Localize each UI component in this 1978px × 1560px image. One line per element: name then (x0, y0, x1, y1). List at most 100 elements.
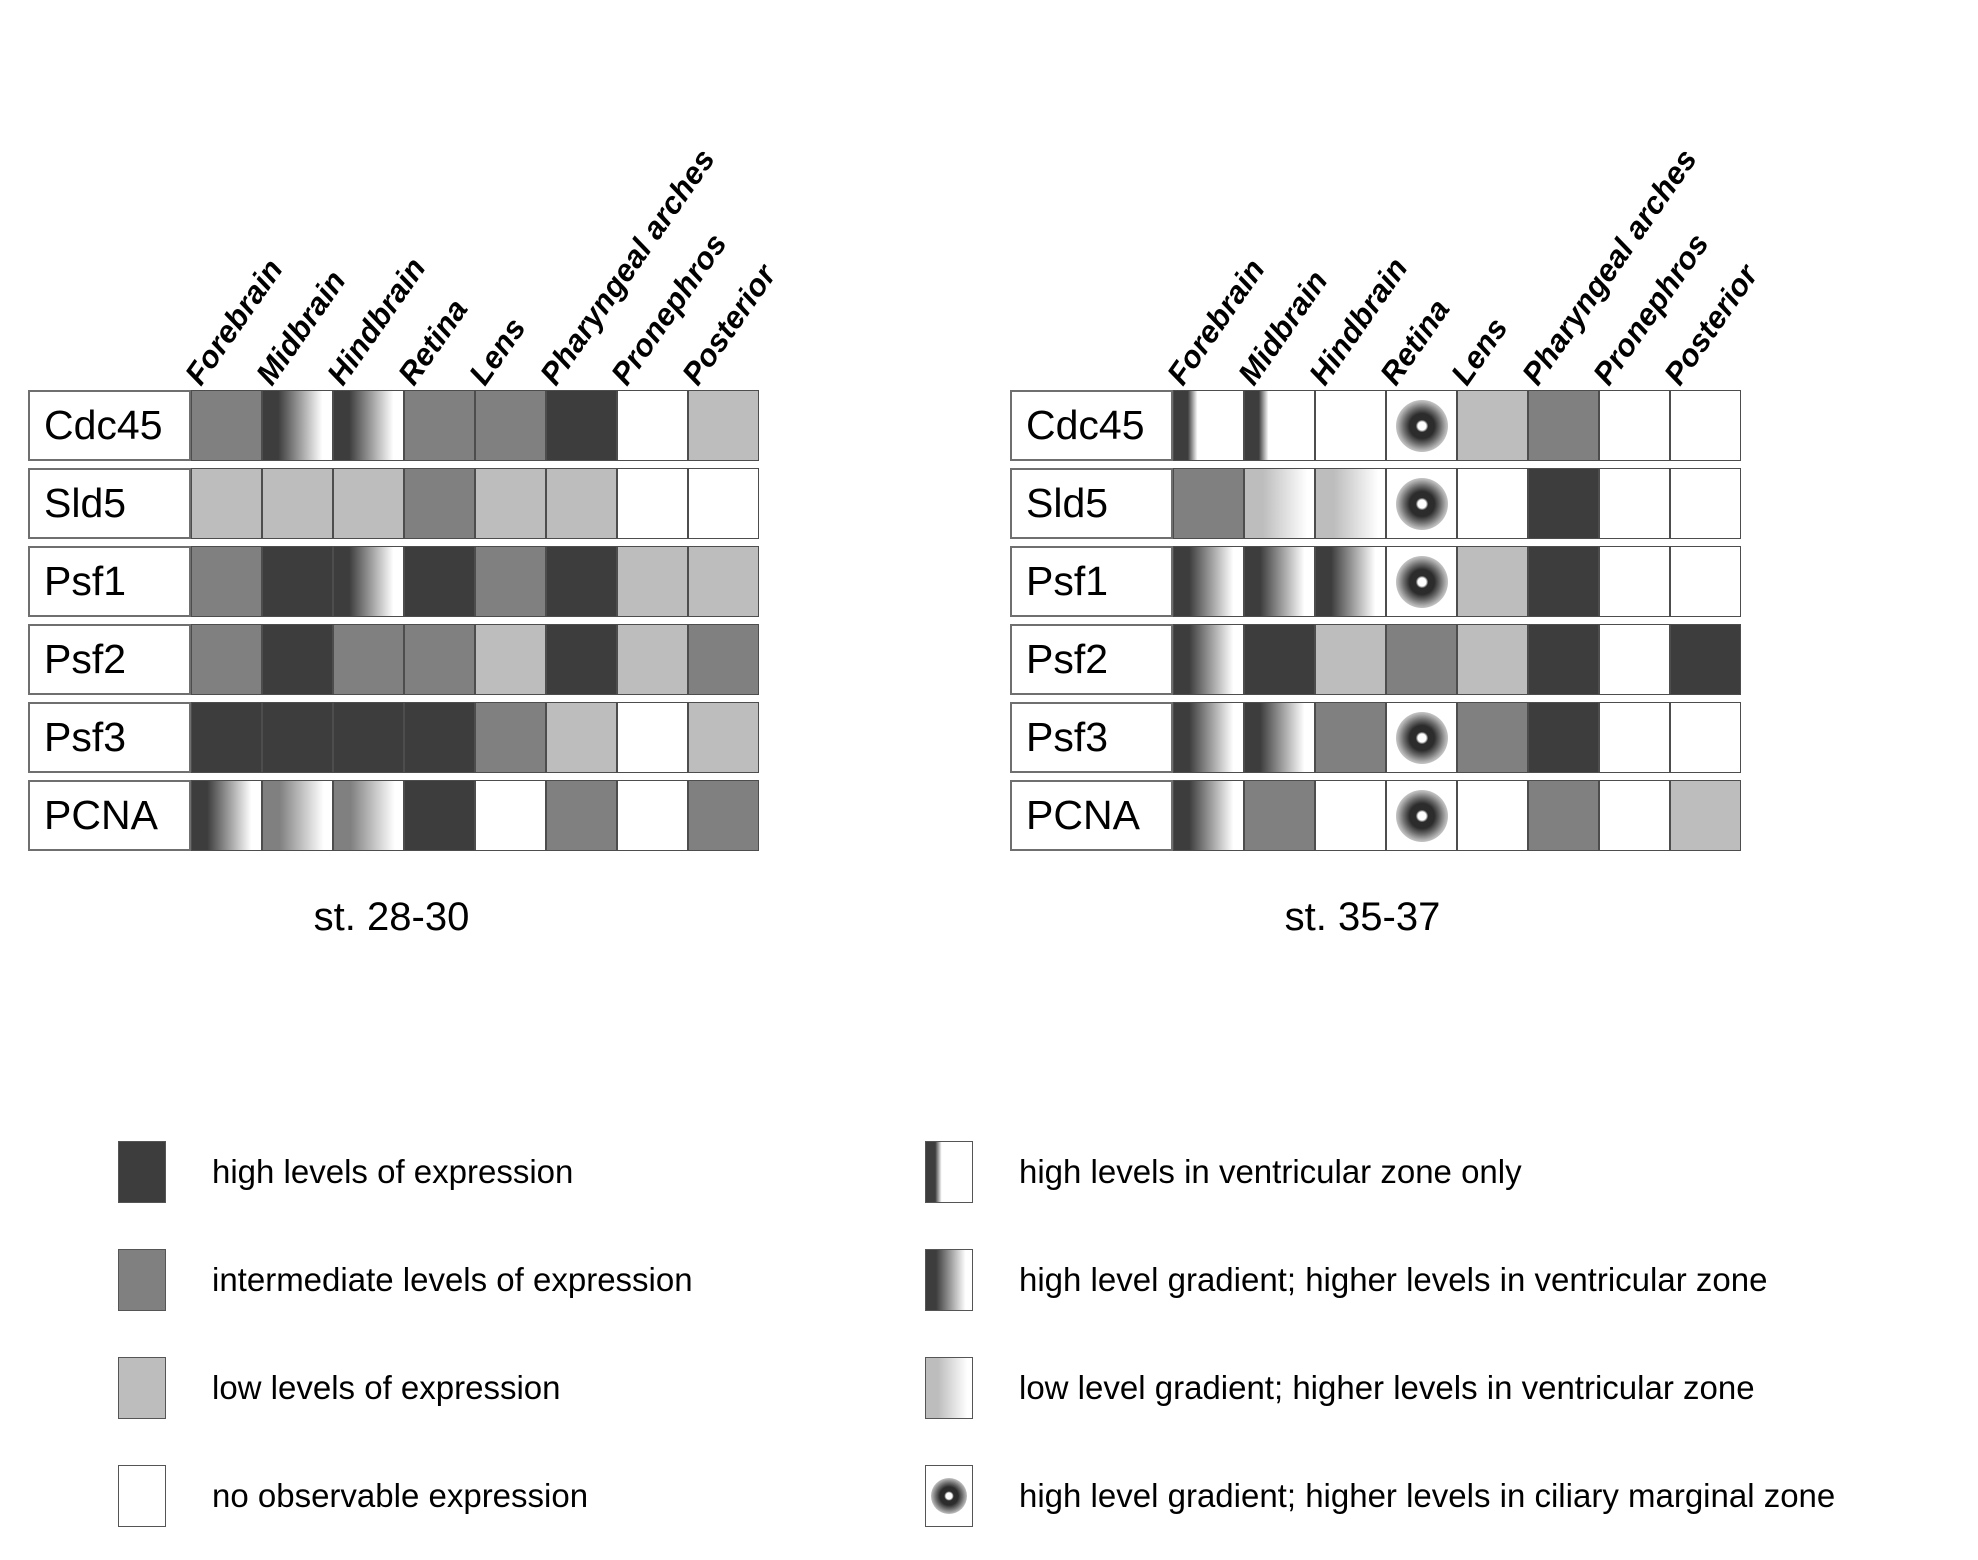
gene-label-psf3: Psf3 (28, 702, 191, 773)
expression-cell-psf1-hindbrain (333, 546, 404, 617)
cell-group (191, 780, 759, 851)
expression-cell-psf3-pronephros (1599, 702, 1670, 773)
gene-label-psf3: Psf3 (1010, 702, 1173, 773)
expression-cell-psf1-midbrain (262, 546, 333, 617)
gene-label-text: PCNA (44, 792, 158, 838)
expression-cell-sld5-pronephros (1599, 468, 1670, 539)
cell-group (1173, 702, 1741, 773)
expression-cell-cdc45-forebrain (191, 390, 262, 461)
gene-label-sld5: Sld5 (28, 468, 191, 539)
expression-cell-psf2-pronephros (1599, 624, 1670, 695)
gene-label-text: Psf3 (1026, 714, 1109, 760)
expression-cell-cdc45-pronephros (1599, 390, 1670, 461)
expression-cell-psf2-forebrain (191, 624, 262, 695)
expression-cell-psf1-posterior (688, 546, 759, 617)
expression-cell-psf1-retina (404, 546, 475, 617)
expression-cell-sld5-midbrain (1244, 468, 1315, 539)
gene-label-text: Psf1 (1026, 558, 1109, 604)
expression-cell-psf1-lens (475, 546, 546, 617)
expression-cell-sld5-hindbrain (333, 468, 404, 539)
expression-cell-pcna-midbrain (262, 780, 333, 851)
table-row: Psf3 (28, 702, 759, 773)
column-header-lens: Lens (1443, 311, 1515, 392)
gene-label-text: Psf2 (1026, 636, 1109, 682)
expression-cell-sld5-hindbrain (1315, 468, 1386, 539)
table-row: PCNA (28, 780, 759, 851)
expression-cell-pcna-lens (1457, 780, 1528, 851)
table-row: Sld5 (1010, 468, 1741, 539)
cell-group (191, 390, 759, 461)
expression-cell-cdc45-retina (1386, 390, 1457, 461)
expression-cell-psf2-posterior (1670, 624, 1741, 695)
expression-cell-sld5-midbrain (262, 468, 333, 539)
legend-item: high levels of expression (118, 1128, 693, 1216)
expression-cell-psf1-posterior (1670, 546, 1741, 617)
cell-group (191, 546, 759, 617)
expression-cell-pcna-pharyngeal-arches (546, 780, 617, 851)
table-row: Psf2 (28, 624, 759, 695)
cell-group (191, 702, 759, 773)
gene-label-text: Psf3 (44, 714, 127, 760)
table-row: Psf3 (1010, 702, 1741, 773)
expression-cell-psf1-pharyngeal-arches (546, 546, 617, 617)
expression-cell-cdc45-lens (1457, 390, 1528, 461)
gene-label-pcna: PCNA (28, 780, 191, 851)
expression-cell-psf1-retina (1386, 546, 1457, 617)
cell-group (1173, 624, 1741, 695)
expression-cell-psf2-pharyngeal-arches (546, 624, 617, 695)
expression-cell-sld5-forebrain (191, 468, 262, 539)
legend-label: intermediate levels of expression (212, 1261, 693, 1298)
legend-swatch-low-gradient (925, 1357, 973, 1419)
expression-cell-sld5-forebrain (1173, 468, 1244, 539)
legend-swatch-high (118, 1141, 166, 1203)
legend-item: low level gradient; higher levels in ven… (925, 1344, 1835, 1432)
expression-cell-psf1-pharyngeal-arches (1528, 546, 1599, 617)
legend-label: high level gradient; higher levels in ve… (1019, 1261, 1768, 1298)
legend-swatch-low (118, 1357, 166, 1419)
expression-cell-psf3-midbrain (1244, 702, 1315, 773)
legend-swatch-intermediate (118, 1249, 166, 1311)
legend-column-levels: high levels of expression intermediate le… (118, 1128, 693, 1560)
expression-cell-cdc45-forebrain (1173, 390, 1244, 461)
expression-cell-psf3-lens (1457, 702, 1528, 773)
legend-item: no observable expression (118, 1452, 693, 1540)
expression-cell-pcna-pharyngeal-arches (1528, 780, 1599, 851)
legend-item: high level gradient; higher levels in ci… (925, 1452, 1835, 1540)
expression-cell-psf2-lens (475, 624, 546, 695)
expression-cell-sld5-pronephros (617, 468, 688, 539)
cell-group (191, 468, 759, 539)
table-row: Psf1 (28, 546, 759, 617)
expression-cell-psf3-pronephros (617, 702, 688, 773)
gene-label-psf2: Psf2 (1010, 624, 1173, 695)
expression-cell-cdc45-lens (475, 390, 546, 461)
table-row: Psf2 (1010, 624, 1741, 695)
gene-label-cdc45: Cdc45 (28, 390, 191, 461)
cell-group (191, 624, 759, 695)
legend-item: high level gradient; higher levels in ve… (925, 1236, 1835, 1324)
gene-label-pcna: PCNA (1010, 780, 1173, 851)
expression-cell-psf3-pharyngeal-arches (1528, 702, 1599, 773)
expression-cell-psf3-lens (475, 702, 546, 773)
expression-cell-psf2-posterior (688, 624, 759, 695)
expression-cell-psf3-retina (404, 702, 475, 773)
expression-cell-psf2-forebrain (1173, 624, 1244, 695)
legend-label: high levels in ventricular zone only (1019, 1153, 1522, 1190)
expression-cell-sld5-posterior (1670, 468, 1741, 539)
table-row: Psf1 (1010, 546, 1741, 617)
expression-cell-cdc45-hindbrain (1315, 390, 1386, 461)
expression-cell-psf1-pronephros (617, 546, 688, 617)
table-row: Cdc45 (1010, 390, 1741, 461)
expression-cell-psf3-posterior (688, 702, 759, 773)
gene-label-psf2: Psf2 (28, 624, 191, 695)
expression-cell-psf1-midbrain (1244, 546, 1315, 617)
expression-cell-psf3-hindbrain (333, 702, 404, 773)
legend-column-patterns: high levels in ventricular zone only high… (925, 1128, 1835, 1560)
expression-cell-cdc45-pharyngeal-arches (1528, 390, 1599, 461)
expression-cell-pcna-hindbrain (1315, 780, 1386, 851)
expression-cell-sld5-pharyngeal-arches (1528, 468, 1599, 539)
expression-cell-cdc45-pronephros (617, 390, 688, 461)
gene-label-cdc45: Cdc45 (1010, 390, 1173, 461)
